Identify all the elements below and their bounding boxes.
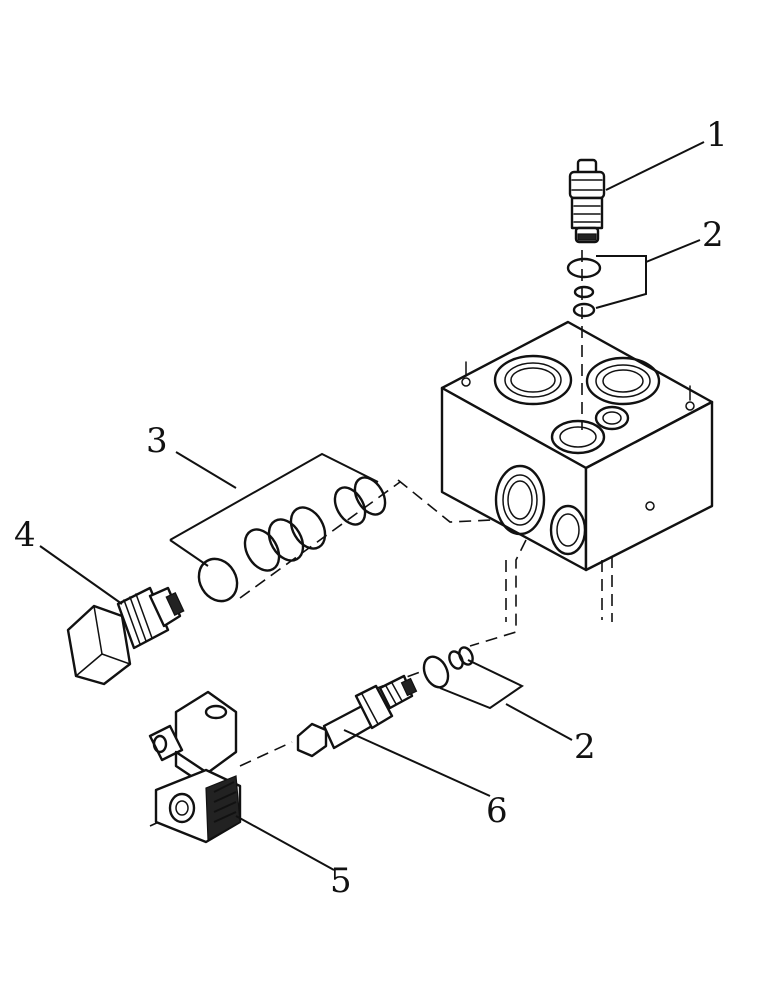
callout-1: 1: [706, 115, 728, 155]
top-port-small: [594, 405, 630, 431]
valve-manifold-block: [440, 320, 714, 622]
top-port-large-left: [493, 354, 573, 406]
top-port-large-right: [585, 356, 661, 406]
part-1-cartridge-valve: [568, 158, 606, 244]
callout-2-bottom: 2: [574, 727, 596, 767]
part-5-solenoid-coil: [148, 690, 242, 844]
mounting-holes: [461, 361, 695, 411]
part-6-solenoid-stem: [296, 674, 418, 758]
part-2-bottom-seal-rings: [422, 646, 524, 710]
assembly-axes: [149, 250, 583, 827]
callout-3: 3: [146, 421, 168, 461]
part-3-o-ring-set: [169, 452, 387, 603]
callout-2-top: 2: [702, 215, 724, 255]
side-plug-hole: [645, 501, 655, 511]
side-port-small: [549, 504, 587, 556]
callout-4: 4: [14, 515, 36, 555]
callout-6: 6: [486, 791, 508, 831]
leader-lines: [39, 141, 705, 871]
top-port-front: [550, 419, 606, 455]
part-2-top-seal-rings: [566, 255, 647, 318]
side-port-large: [494, 464, 546, 536]
callout-5: 5: [330, 861, 352, 901]
part-4-relief-valve: [66, 586, 185, 686]
